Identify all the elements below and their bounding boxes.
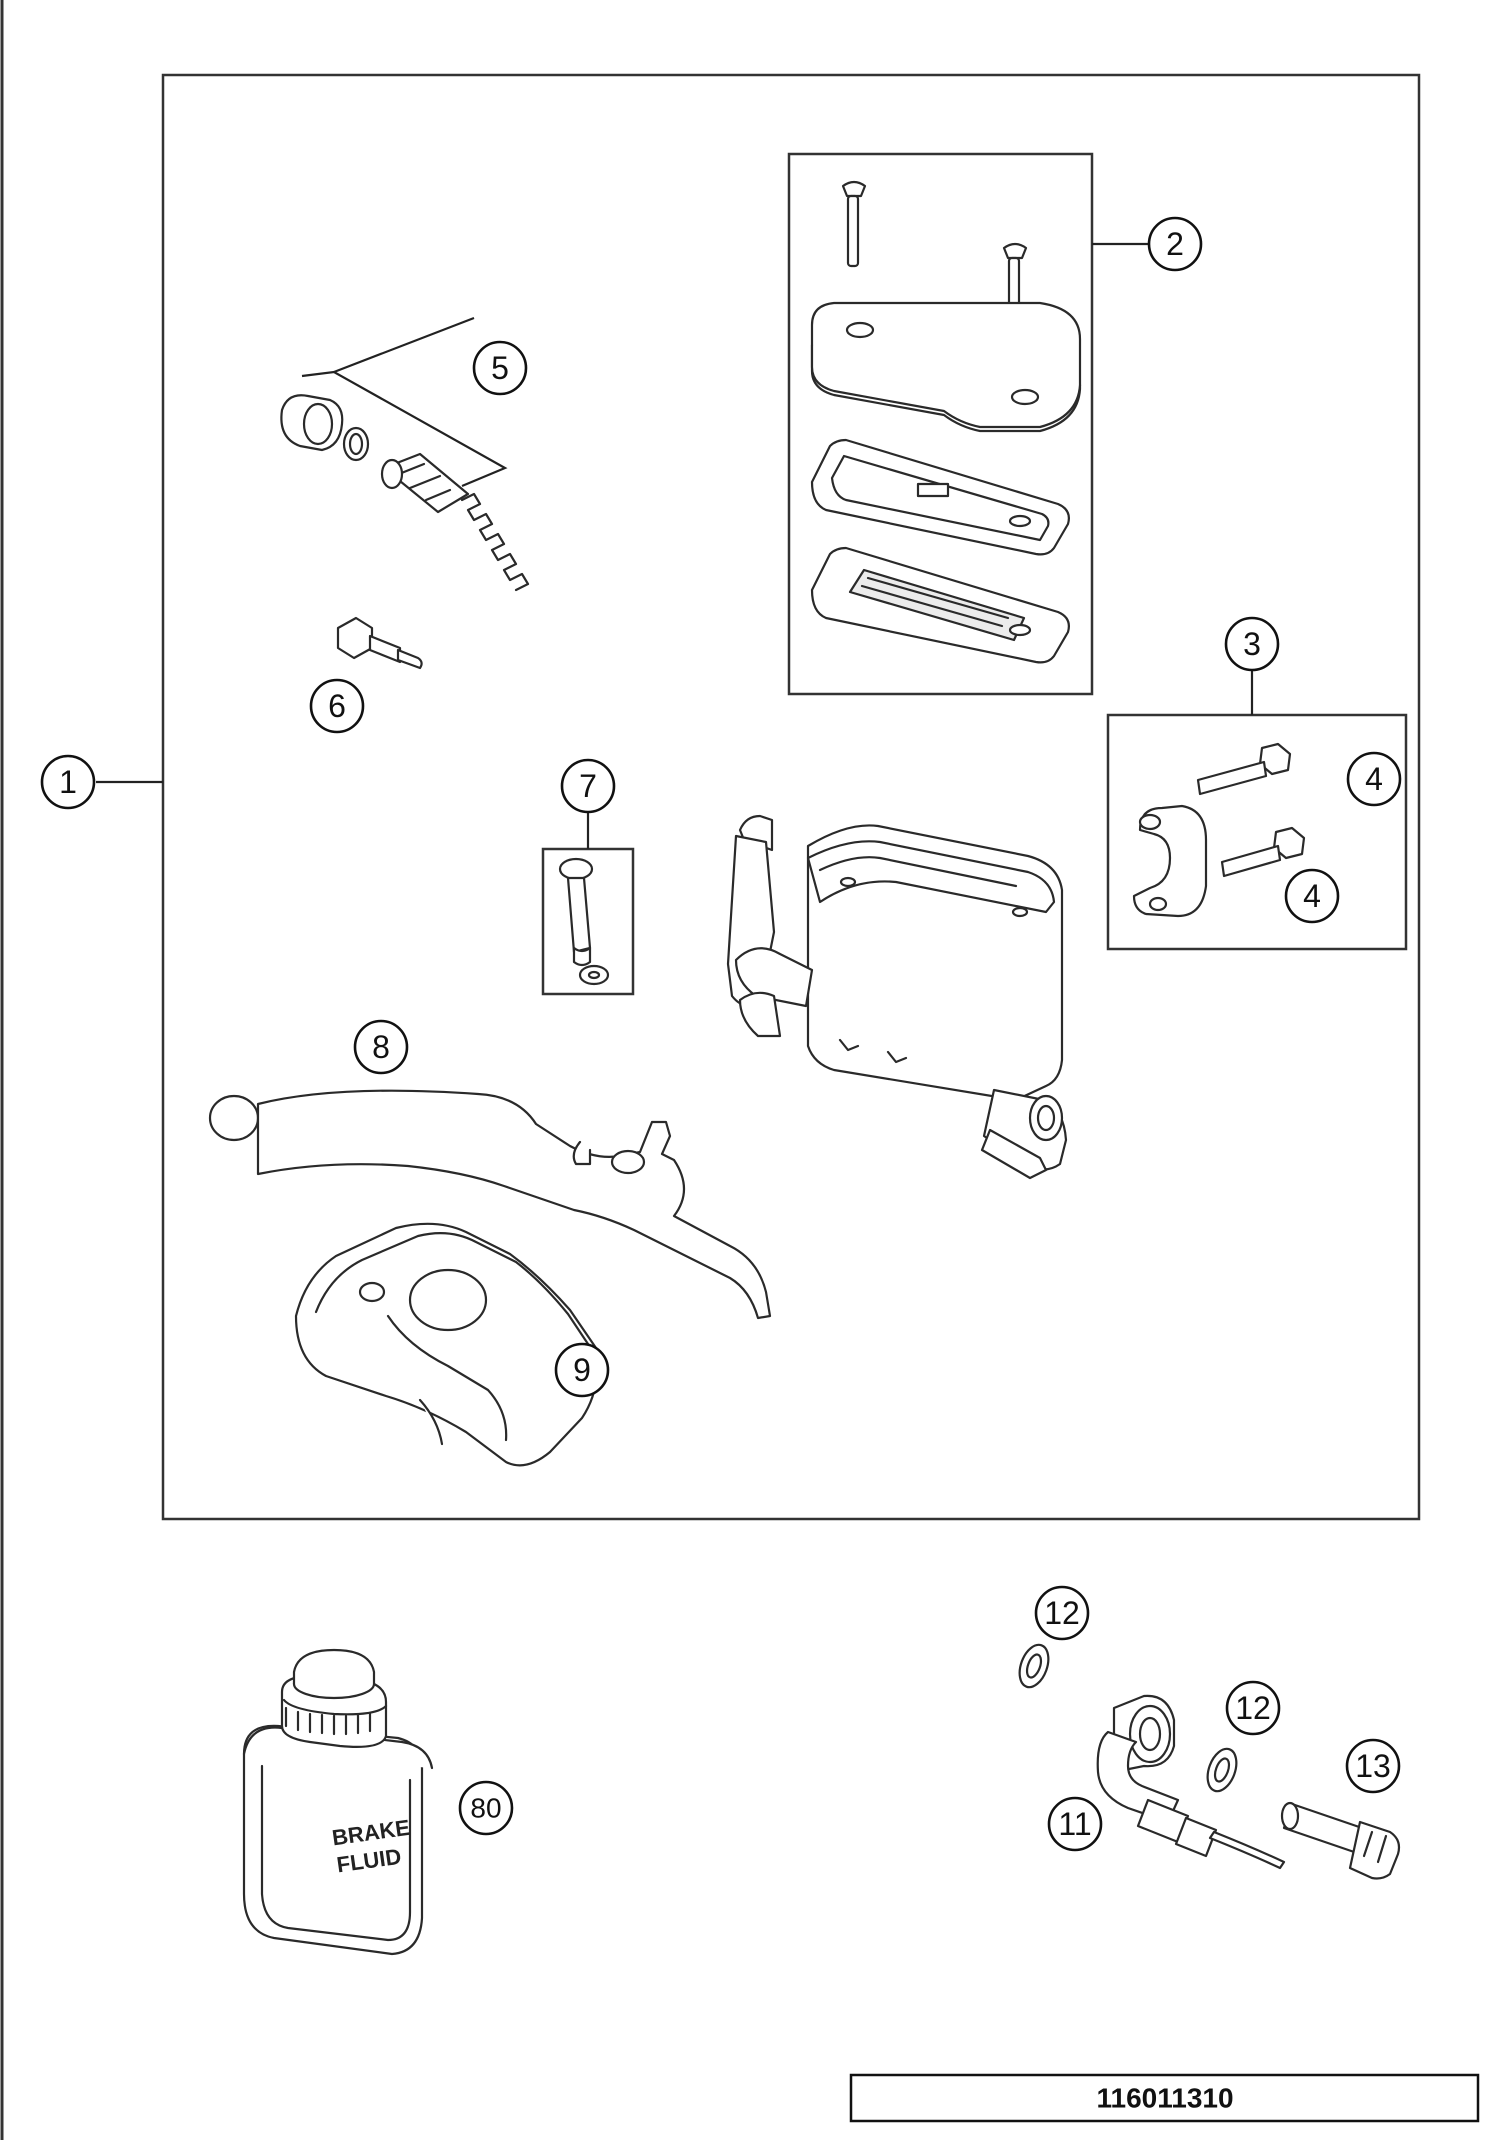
sealing-ring — [1206, 1747, 1238, 1793]
clamp-bolt — [1196, 742, 1292, 796]
brake-hose-fitting — [1096, 1694, 1286, 1870]
callout-8: 8 — [353, 1019, 409, 1075]
piston-kit — [280, 316, 530, 592]
svg-text:5: 5 — [491, 350, 509, 386]
clamp-bolt — [1220, 826, 1306, 878]
svg-text:80: 80 — [470, 1793, 501, 1824]
callout-12: 12 — [1034, 1585, 1090, 1641]
svg-text:3: 3 — [1243, 626, 1261, 662]
reference-number-box: 116011310 — [849, 2073, 1480, 2123]
master-cylinder-body — [726, 814, 1068, 1180]
callout-7: 7 — [560, 758, 616, 814]
handlebar-clamp — [1132, 804, 1208, 918]
return-spring — [460, 492, 530, 592]
svg-text:7: 7 — [579, 768, 597, 804]
callout-2: 2 — [1147, 216, 1203, 272]
svg-text:6: 6 — [328, 688, 346, 724]
svg-text:4: 4 — [1303, 878, 1321, 914]
svg-text:11: 11 — [1058, 1806, 1091, 1842]
reservoir-cover-kit-frame — [787, 152, 1094, 696]
piston — [382, 452, 470, 514]
svg-text:1: 1 — [59, 764, 77, 800]
callout-80: 80 — [458, 1780, 514, 1836]
callout-4: 4 — [1284, 868, 1340, 924]
brake-fluid-bottle — [242, 1648, 434, 1956]
brake-lever — [208, 1089, 772, 1320]
pivot-pin — [558, 857, 610, 986]
svg-text:12: 12 — [1235, 1690, 1271, 1726]
callout-5: 5 — [472, 340, 528, 396]
callout-13: 13 — [1345, 1738, 1401, 1794]
cover-screw — [841, 180, 867, 268]
bleeder-screw — [336, 616, 423, 670]
lever-guard — [294, 1222, 599, 1467]
clamp-kit-frame — [1106, 713, 1408, 951]
svg-text:116011310: 116011310 — [1096, 2083, 1233, 2114]
callout-6: 6 — [309, 678, 365, 734]
callout-4: 4 — [1346, 751, 1402, 807]
sealing-ring — [1018, 1643, 1050, 1689]
svg-text:2: 2 — [1166, 226, 1184, 262]
callout-3: 3 — [1224, 616, 1280, 672]
svg-text:12: 12 — [1044, 1595, 1080, 1631]
callout-1: 1 — [40, 754, 96, 810]
banjo-bolt — [1280, 1801, 1401, 1880]
svg-text:8: 8 — [372, 1029, 390, 1065]
reservoir-cover-kit — [810, 180, 1082, 664]
callout-12: 12 — [1225, 1680, 1281, 1736]
svg-text:9: 9 — [573, 1352, 591, 1388]
svg-text:4: 4 — [1365, 761, 1383, 797]
svg-text:13: 13 — [1355, 1748, 1391, 1784]
assembly-frame — [161, 73, 1421, 1521]
callout-11: 11 — [1047, 1796, 1103, 1852]
callout-9: 9 — [554, 1342, 610, 1398]
